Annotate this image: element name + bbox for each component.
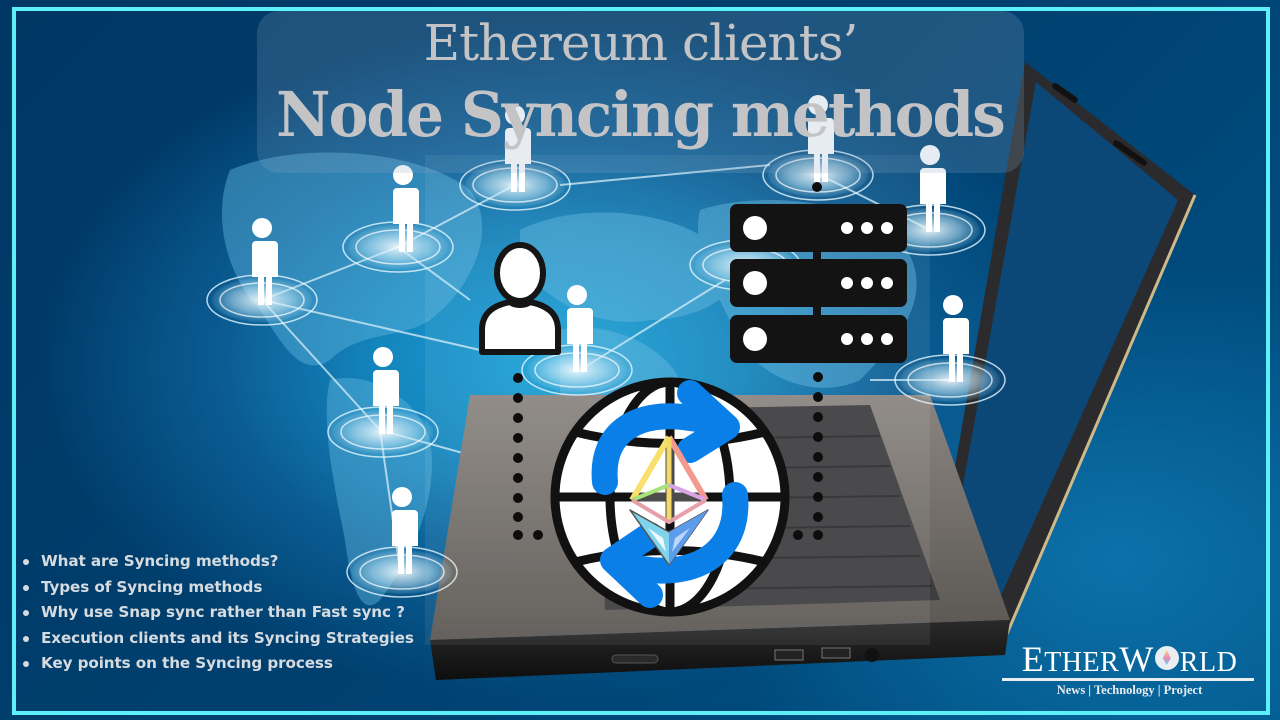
server-stack-icon: [730, 204, 907, 363]
topics-list: What are Syncing methods? Types of Synci…: [22, 549, 414, 677]
sync-arrows-icon: [591, 380, 749, 608]
logo-divider: [1002, 678, 1254, 681]
ethereum-logo-icon: [629, 435, 709, 566]
dotted-connector-right: [793, 182, 823, 540]
topic-item: Types of Syncing methods: [22, 575, 414, 601]
laptop-lid: [925, 62, 1197, 651]
dotted-connector-left: [513, 373, 543, 540]
logo-tagline: News | Technology | Project: [1056, 683, 1203, 697]
topic-item: What are Syncing methods?: [22, 549, 414, 575]
user-icon: [479, 242, 561, 355]
ethereum-globe-icon: [1154, 646, 1179, 670]
title-line-2: Node Syncing methods: [276, 78, 1006, 151]
topic-item: Execution clients and its Syncing Strate…: [22, 626, 414, 652]
topic-item: Key points on the Syncing process: [22, 651, 414, 677]
title-line-1: Ethereum clients’: [423, 14, 859, 72]
topic-item: Why use Snap sync rather than Fast sync …: [22, 600, 414, 626]
title-backdrop: [257, 11, 1024, 173]
